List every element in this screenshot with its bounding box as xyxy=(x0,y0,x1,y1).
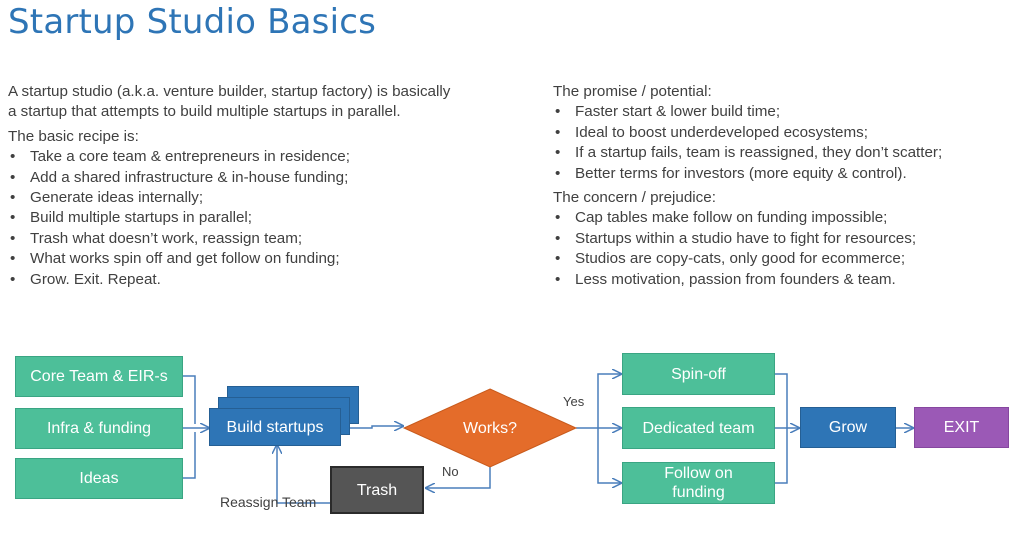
list-item: Ideal to boost underdeveloped ecosystems… xyxy=(553,123,973,144)
grow-node: Grow xyxy=(800,407,896,448)
yes-label: Yes xyxy=(563,394,585,409)
connector-no xyxy=(426,458,491,488)
list-item: Trash what doesn’t work, reassign team; xyxy=(8,229,458,250)
recipe-list: Take a core team & entrepreneurs in resi… xyxy=(8,147,458,290)
dedicated-team-node: Dedicated team xyxy=(622,407,775,449)
list-item: Better terms for investors (more equity … xyxy=(553,164,973,185)
follow-on-funding-node: Follow on funding xyxy=(622,462,775,504)
concern-heading: The concern / prejudice: xyxy=(553,189,716,207)
promise-list: Faster start & lower build time; Ideal t… xyxy=(553,102,973,184)
right-column: The promise / potential: Faster start & … xyxy=(553,82,973,290)
list-item: Less motivation, passion from founders &… xyxy=(553,270,973,291)
list-item: Startups within a studio have to fight f… xyxy=(553,229,973,250)
connector-ideas xyxy=(183,432,196,479)
connector-yes-top xyxy=(597,374,621,428)
list-item: Grow. Exit. Repeat. xyxy=(8,270,458,291)
page-title: Startup Studio Basics xyxy=(8,2,377,42)
list-item: Cap tables make follow on funding imposs… xyxy=(553,208,973,229)
recipe-heading: The basic recipe is: xyxy=(8,127,139,145)
build-startups-node: Build startups xyxy=(209,408,341,446)
promise-heading: The promise / potential: xyxy=(553,83,712,100)
intro-text: A startup studio (a.k.a. venture builder… xyxy=(8,83,451,121)
infra-funding-node: Infra & funding xyxy=(15,408,183,449)
no-label: No xyxy=(442,464,459,479)
connector-core xyxy=(183,375,196,424)
works-diamond xyxy=(402,388,578,468)
core-team-node: Core Team & EIR-s xyxy=(15,356,183,397)
connector-build-works xyxy=(350,426,403,428)
exit-node: EXIT xyxy=(914,407,1009,448)
list-item: What works spin off and get follow on fu… xyxy=(8,249,458,270)
connector-yes-bottom xyxy=(597,428,621,483)
list-item: Generate ideas internally; xyxy=(8,188,458,209)
concern-list: Cap tables make follow on funding imposs… xyxy=(553,208,973,290)
list-item: Studios are copy-cats, only good for eco… xyxy=(553,249,973,270)
spinoff-node: Spin-off xyxy=(622,353,775,395)
list-item: Add a shared infrastructure & in-house f… xyxy=(8,168,458,189)
trash-node: Trash xyxy=(330,466,424,514)
connector-follow-grow xyxy=(775,428,788,484)
list-item: Take a core team & entrepreneurs in resi… xyxy=(8,147,458,168)
reassign-label: Reassign Team xyxy=(220,494,317,510)
connector-reassign xyxy=(277,445,330,504)
works-label: Works? xyxy=(463,419,517,437)
list-item: If a startup fails, team is reassigned, … xyxy=(553,143,945,164)
ideas-node: Ideas xyxy=(15,458,183,499)
connector-spinoff-grow xyxy=(775,373,788,428)
list-item: Faster start & lower build time; xyxy=(553,102,973,123)
list-item: Build multiple startups in parallel; xyxy=(8,208,458,229)
left-column: A startup studio (a.k.a. venture builder… xyxy=(8,82,458,290)
